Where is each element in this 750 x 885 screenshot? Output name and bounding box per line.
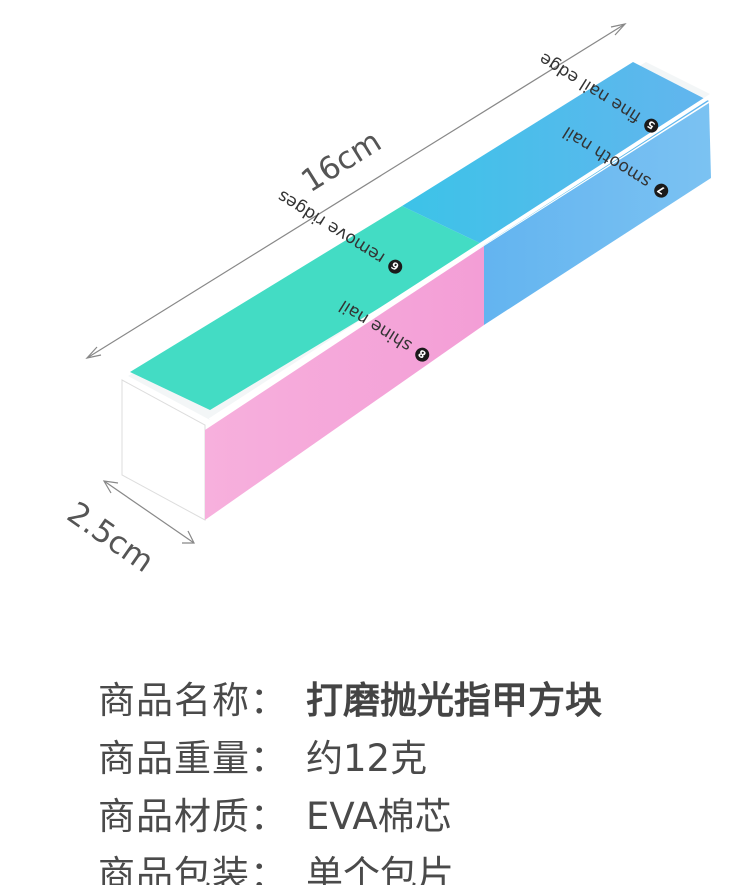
spec-value: EVA棉芯 bbox=[306, 795, 452, 838]
nail-buffer-illustration: 16cm 2.5cm bbox=[60, 23, 714, 580]
length-dimension-line bbox=[86, 23, 626, 359]
buffer-face-front-blue bbox=[484, 103, 711, 325]
number-badge-icon bbox=[388, 259, 403, 274]
number-badge-icon bbox=[644, 118, 659, 133]
number-badge-icon bbox=[654, 183, 669, 198]
spec-row-material: 商品材质： EVA棉芯 bbox=[98, 784, 738, 842]
spec-label: 商品名称： bbox=[98, 679, 288, 722]
width-label: 2.5cm bbox=[60, 495, 160, 580]
buffer-face-top-blue bbox=[402, 62, 709, 245]
spec-row-name: 商品名称： 打磨抛光指甲方块 bbox=[98, 668, 738, 726]
product-spec-list: 商品名称： 打磨抛光指甲方块 商品重量： 约12克 商品材质： EVA棉芯 商品… bbox=[98, 668, 738, 885]
spec-label: 商品材质： bbox=[98, 795, 288, 838]
number-badge-icon bbox=[415, 347, 430, 362]
spec-row-packaging: 商品包装： 单个包片 bbox=[98, 842, 738, 885]
spec-label: 商品重量： bbox=[98, 737, 288, 780]
buffer-face-front-pink bbox=[205, 246, 484, 520]
face-number: 5 bbox=[646, 118, 658, 131]
nail-buffer-block: 5 fine nail edge 6 remove ridges 7 smoot… bbox=[121, 48, 714, 521]
buffer-face-top-green bbox=[130, 206, 484, 410]
spec-value: 约12克 bbox=[306, 737, 428, 780]
spec-label: 商品包装： bbox=[98, 853, 288, 885]
buffer-edge-highlight bbox=[208, 93, 714, 422]
spec-value: 打磨抛光指甲方块 bbox=[306, 679, 602, 722]
width-dimension-line bbox=[103, 480, 195, 544]
arrowhead-icon bbox=[182, 530, 195, 544]
face-number: 6 bbox=[390, 259, 402, 272]
arrowhead-icon bbox=[610, 23, 627, 36]
spec-value: 单个包片 bbox=[306, 853, 454, 885]
length-label: 16cm bbox=[295, 123, 388, 199]
spec-row-weight: 商品重量： 约12克 bbox=[98, 726, 738, 784]
face-number: 8 bbox=[417, 347, 429, 360]
face-number: 7 bbox=[656, 183, 668, 196]
arrowhead-icon bbox=[85, 346, 102, 359]
arrowhead-icon bbox=[102, 480, 119, 494]
